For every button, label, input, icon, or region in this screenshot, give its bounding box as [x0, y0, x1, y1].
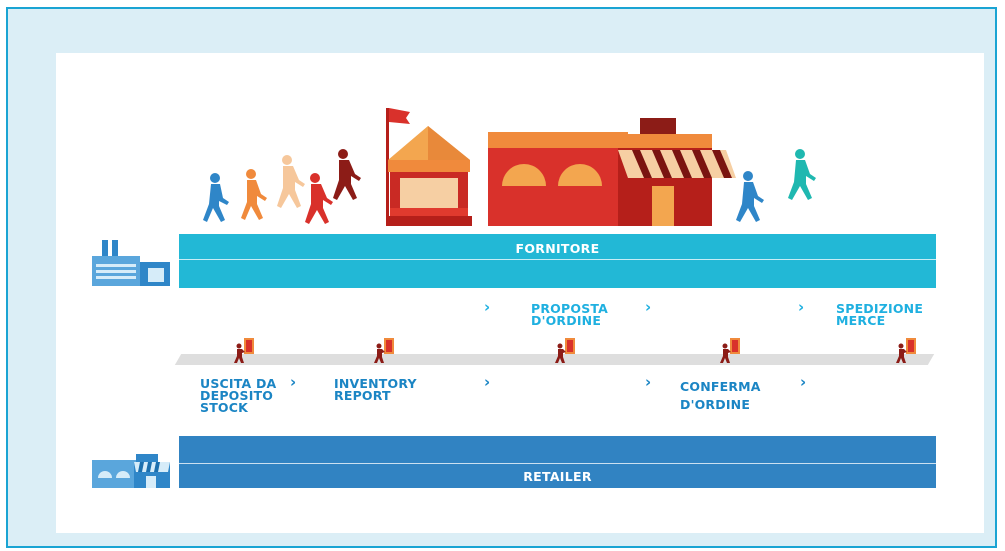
step-stock-exit: USCITA DA DEPOSITO STOCK — [200, 376, 277, 415]
chevron-icon: › — [645, 298, 652, 316]
pushing-cart-person-icon — [720, 338, 740, 363]
walking-person-icon — [333, 149, 361, 200]
factory-icon — [92, 240, 170, 286]
pavilion-building — [386, 108, 472, 226]
shop-building — [488, 118, 736, 226]
walking-person-icon — [241, 169, 267, 220]
walking-person-icon — [277, 155, 305, 208]
chevron-icon: › — [484, 298, 491, 316]
chevron-icon: › — [800, 373, 807, 391]
people-group-right — [736, 149, 816, 222]
pushing-cart-person-icon — [374, 338, 394, 363]
flag-icon — [389, 108, 410, 124]
people-group-left — [203, 149, 361, 224]
supplier-label: FORNITORE — [515, 241, 600, 256]
pushing-cart-person-icon — [555, 338, 575, 363]
chevron-icon: › — [798, 298, 805, 316]
walking-person-icon — [305, 173, 333, 224]
step-order-confirmation: CONFERMA D'ORDINE — [680, 379, 761, 412]
chevron-icon: › — [645, 373, 652, 391]
step-inventory-report: INVENTORY REPORT — [334, 376, 417, 403]
band-divider — [179, 259, 936, 260]
chevron-icon: › — [290, 373, 297, 391]
retailer-label: RETAILER — [523, 469, 592, 484]
buildings-illustration — [386, 108, 736, 226]
pushing-cart-person-icon — [234, 338, 254, 363]
step-goods-shipment: SPEDIZIONE MERCE — [836, 301, 924, 328]
retailer-band: RETAILER — [179, 436, 936, 488]
shop-icon — [92, 454, 170, 488]
band-divider — [179, 463, 936, 464]
walking-person-icon — [736, 171, 764, 222]
pushing-cart-person-icon — [896, 338, 916, 363]
walking-person-icon — [788, 149, 816, 200]
walking-person-icon — [203, 173, 229, 222]
chevron-icon: › — [484, 373, 491, 391]
step-order-proposal: PROPOSTA D'ORDINE — [531, 301, 609, 328]
supplier-band: FORNITORE — [179, 234, 936, 288]
